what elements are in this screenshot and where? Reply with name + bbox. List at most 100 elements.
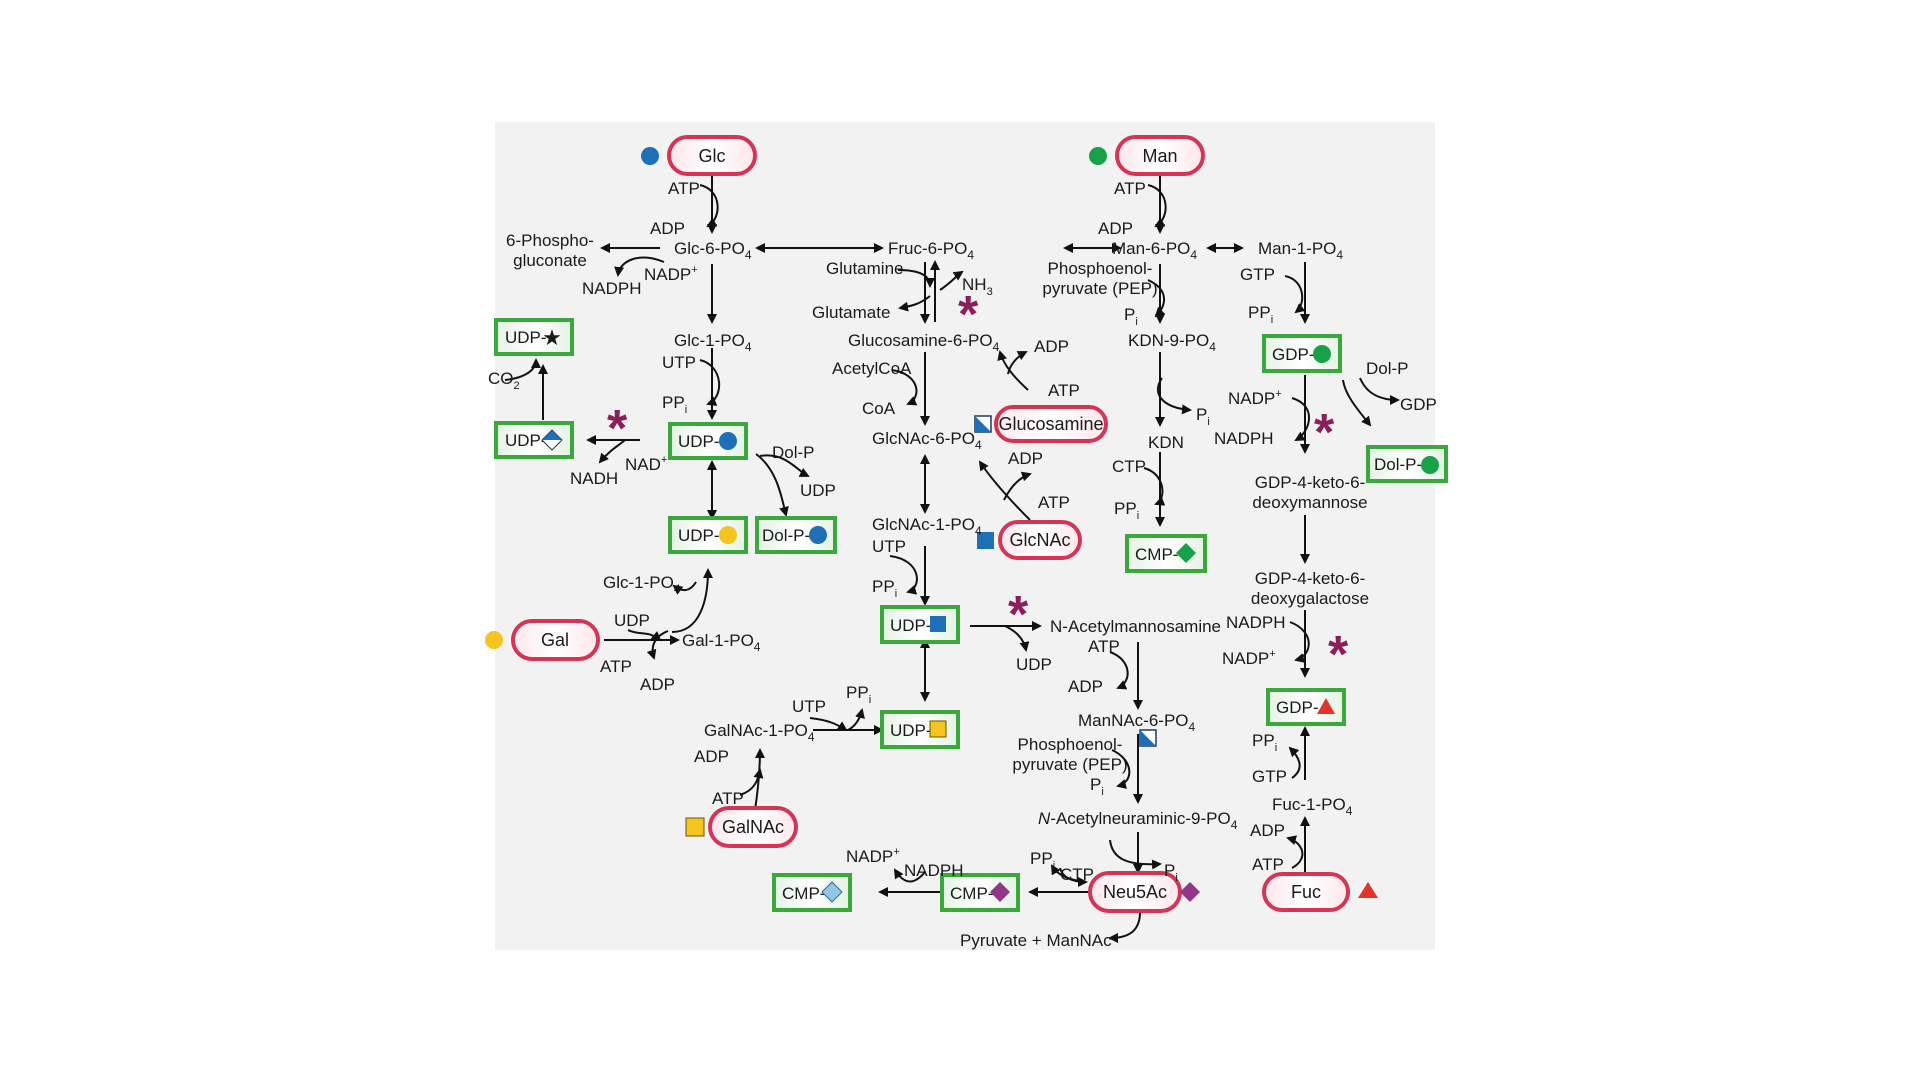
- activated-sugars: UDP- ★ UDP- UDP- UDP- Dol-P-: [494, 318, 1448, 912]
- udp-gal-circle-icon: [719, 526, 737, 544]
- node-man: Man: [1115, 135, 1205, 176]
- glcnac-label: GlcNAc: [1009, 530, 1070, 550]
- regulation-star-uxs: *: [607, 400, 628, 458]
- pep2-label-line1: Phosphoenol-: [1018, 735, 1123, 754]
- neu-pi-label: Pi: [1090, 775, 1104, 798]
- udp-glc-cofactor-label: UDP: [614, 611, 650, 630]
- glcnac1p-ppi-label: PPi: [872, 577, 897, 600]
- glcnac6p-label: GlcNAc-6-PO4: [872, 429, 982, 452]
- dolp-label: Dol-P: [772, 443, 815, 462]
- regulation-star-gne: *: [1008, 586, 1029, 644]
- gal-circle-icon: [485, 631, 503, 649]
- node-udp-xyl: UDP- ★: [494, 318, 574, 356]
- fuc-ppi-label: PPi: [1252, 731, 1277, 754]
- galnac-label: GalNAc: [722, 817, 784, 837]
- udp-glcnac-square-icon: [930, 616, 946, 632]
- neu5ac-ppi-label: PPi: [1030, 849, 1055, 872]
- udp-glc-label: UDP-: [678, 432, 720, 451]
- gdp-keto-man-label-line1: GDP-4-keto-6-: [1255, 473, 1366, 492]
- fruc6p-label: Fruc-6-PO4: [888, 239, 974, 262]
- glucosamine-atp-label: ATP: [1048, 381, 1080, 400]
- man-atp-label: ATP: [1114, 179, 1146, 198]
- regulation-star-gmd: *: [1314, 404, 1335, 462]
- glutamine-label: Glutamine: [826, 259, 903, 278]
- fuc-label: Fuc: [1291, 882, 1321, 902]
- co2-label: CO2: [488, 369, 520, 392]
- dolp-man-label: Dol-P-: [1374, 455, 1422, 474]
- glucosamine-half-square-icon: [974, 415, 992, 433]
- atp-label: ATP: [668, 179, 700, 198]
- node-dolp-glc: Dol-P-: [755, 516, 837, 554]
- man1p-ppi-label: PPi: [1248, 303, 1273, 326]
- regulation-star-gfat: *: [958, 286, 979, 344]
- neu9p-label: N-Acetylneuraminic-9-PO4: [1038, 809, 1238, 832]
- dolp-man-circle-icon: [1421, 456, 1439, 474]
- nad-label: NAD+: [625, 454, 667, 474]
- udp-gal-label: UDP-: [678, 526, 720, 545]
- gdp-keto-man-label-line2: deoxymannose: [1252, 493, 1367, 512]
- pep1-label-line1: Phosphoenol-: [1048, 259, 1153, 278]
- glcnac-square-icon: [977, 532, 994, 549]
- glcnac1p-label: GlcNAc-1-PO4: [872, 515, 982, 538]
- man-label: Man: [1142, 146, 1177, 166]
- node-gdp-fuc: GDP-: [1266, 688, 1346, 726]
- gdp-man-circle-icon: [1313, 345, 1331, 363]
- gdp-keto-gal-label-line1: GDP-4-keto-6-: [1255, 569, 1366, 588]
- glucosamine6p-label: Glucosamine-6-PO4: [848, 331, 1000, 354]
- node-neu5ac: Neu5Ac: [1088, 871, 1182, 913]
- mannac-adp-label: ADP: [1068, 677, 1103, 696]
- metabolite-labels: Glc-6-PO4 Fruc-6-PO4 Man-6-PO4 Man-1-PO4…: [506, 231, 1369, 950]
- ppi-label: PPi: [662, 393, 687, 416]
- node-galnac: GalNAc: [708, 806, 798, 848]
- galnac-atp-label: ATP: [712, 789, 744, 808]
- fx-nadph-label: NADPH: [1226, 613, 1286, 632]
- udp-glc-circle-icon: [719, 432, 737, 450]
- regulation-star-fx: *: [1328, 626, 1349, 684]
- galnac-square-icon: [685, 817, 705, 837]
- node-cmp-neu5ac: CMP-: [940, 873, 1020, 912]
- udp-xyl-label: UDP-: [505, 328, 547, 347]
- node-glc: Glc: [667, 135, 757, 176]
- neu5ac-diamond-icon: [1180, 882, 1200, 902]
- fuc1p-label: Fuc-1-PO4: [1272, 795, 1353, 818]
- pep1-label-line2: pyruvate (PEP): [1042, 279, 1157, 298]
- galnac-adp-label: ADP: [694, 747, 729, 766]
- nadph-label: NADPH: [582, 279, 642, 298]
- nadh-label: NADH: [570, 469, 618, 488]
- kdn-pi2-label: Pi: [1196, 405, 1210, 428]
- gmd-nadp-label: NADP+: [1228, 388, 1282, 408]
- udp-galnac-square-icon: [929, 720, 947, 738]
- n-acetylmannosamine-label: N-Acetylmannosamine: [1050, 617, 1221, 636]
- kdn-ctp-label: CTP: [1112, 457, 1146, 476]
- gal-adp-label: ADP: [640, 675, 675, 694]
- mannac-udp-label: UDP: [1016, 655, 1052, 674]
- fuc-gtp-label: GTP: [1252, 767, 1287, 786]
- mannac6p-half-square-icon: [1139, 729, 1157, 747]
- gal-atp-label: ATP: [600, 657, 632, 676]
- kdn-diamond-icon: [1176, 543, 1196, 563]
- diagram-background: [495, 122, 1435, 950]
- udp-label: UDP: [800, 481, 836, 500]
- fuc-adp-label: ADP: [1250, 821, 1285, 840]
- gdp-keto-gal-label-line2: deoxygalactose: [1251, 589, 1369, 608]
- man-circle-icon: [1089, 147, 1107, 165]
- adp-label: ADP: [650, 219, 685, 238]
- cofactor-labels: ATP ADP NADP+ NADPH UTP PPi Dol-P UDP NA…: [488, 179, 1437, 884]
- man-adp-label: ADP: [1098, 219, 1133, 238]
- gdp-fuc-triangle-icon: [1317, 698, 1335, 714]
- mannac6p-label: ManNAc-6-PO4: [1078, 711, 1196, 734]
- gal-label: Gal: [541, 630, 569, 650]
- glc-label: Glc: [699, 146, 726, 166]
- glcnac-adp-label: ADP: [1008, 449, 1043, 468]
- node-udp-glca: UDP-: [494, 421, 574, 459]
- cmp-neu5ac-diamond-icon: [990, 882, 1010, 902]
- reaction-arrows: [504, 174, 1400, 943]
- node-udp-gal: UDP-: [668, 516, 748, 554]
- regulation-marks: * * * * *: [607, 286, 1349, 684]
- glcnac-atp-label: ATP: [1038, 493, 1070, 512]
- node-glcnac: GlcNAc: [998, 520, 1082, 560]
- fuc-triangle-icon: [1358, 882, 1378, 898]
- glcnac1p-utp-label: UTP: [872, 537, 906, 556]
- phosphogluconate-label-line2: gluconate: [513, 251, 587, 270]
